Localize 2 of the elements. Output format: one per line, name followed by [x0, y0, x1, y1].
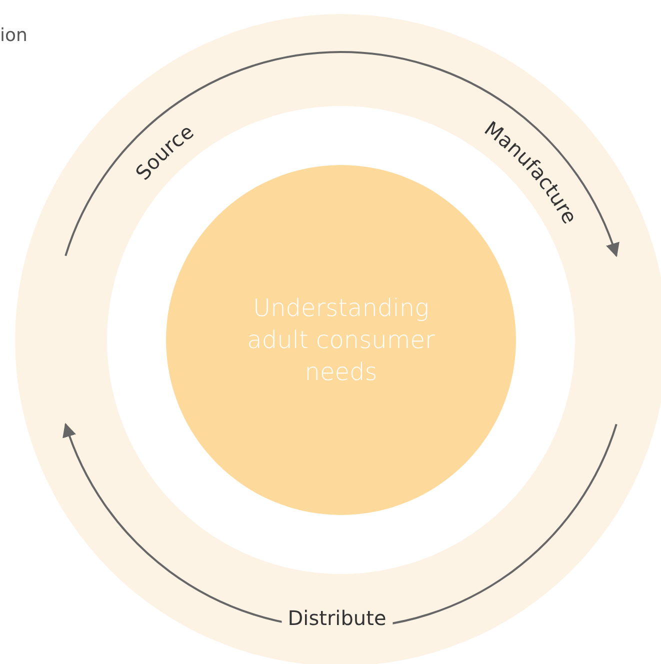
cut-off-text: ion	[0, 24, 28, 48]
center-text: Understanding adult consumer needs	[246, 293, 436, 388]
